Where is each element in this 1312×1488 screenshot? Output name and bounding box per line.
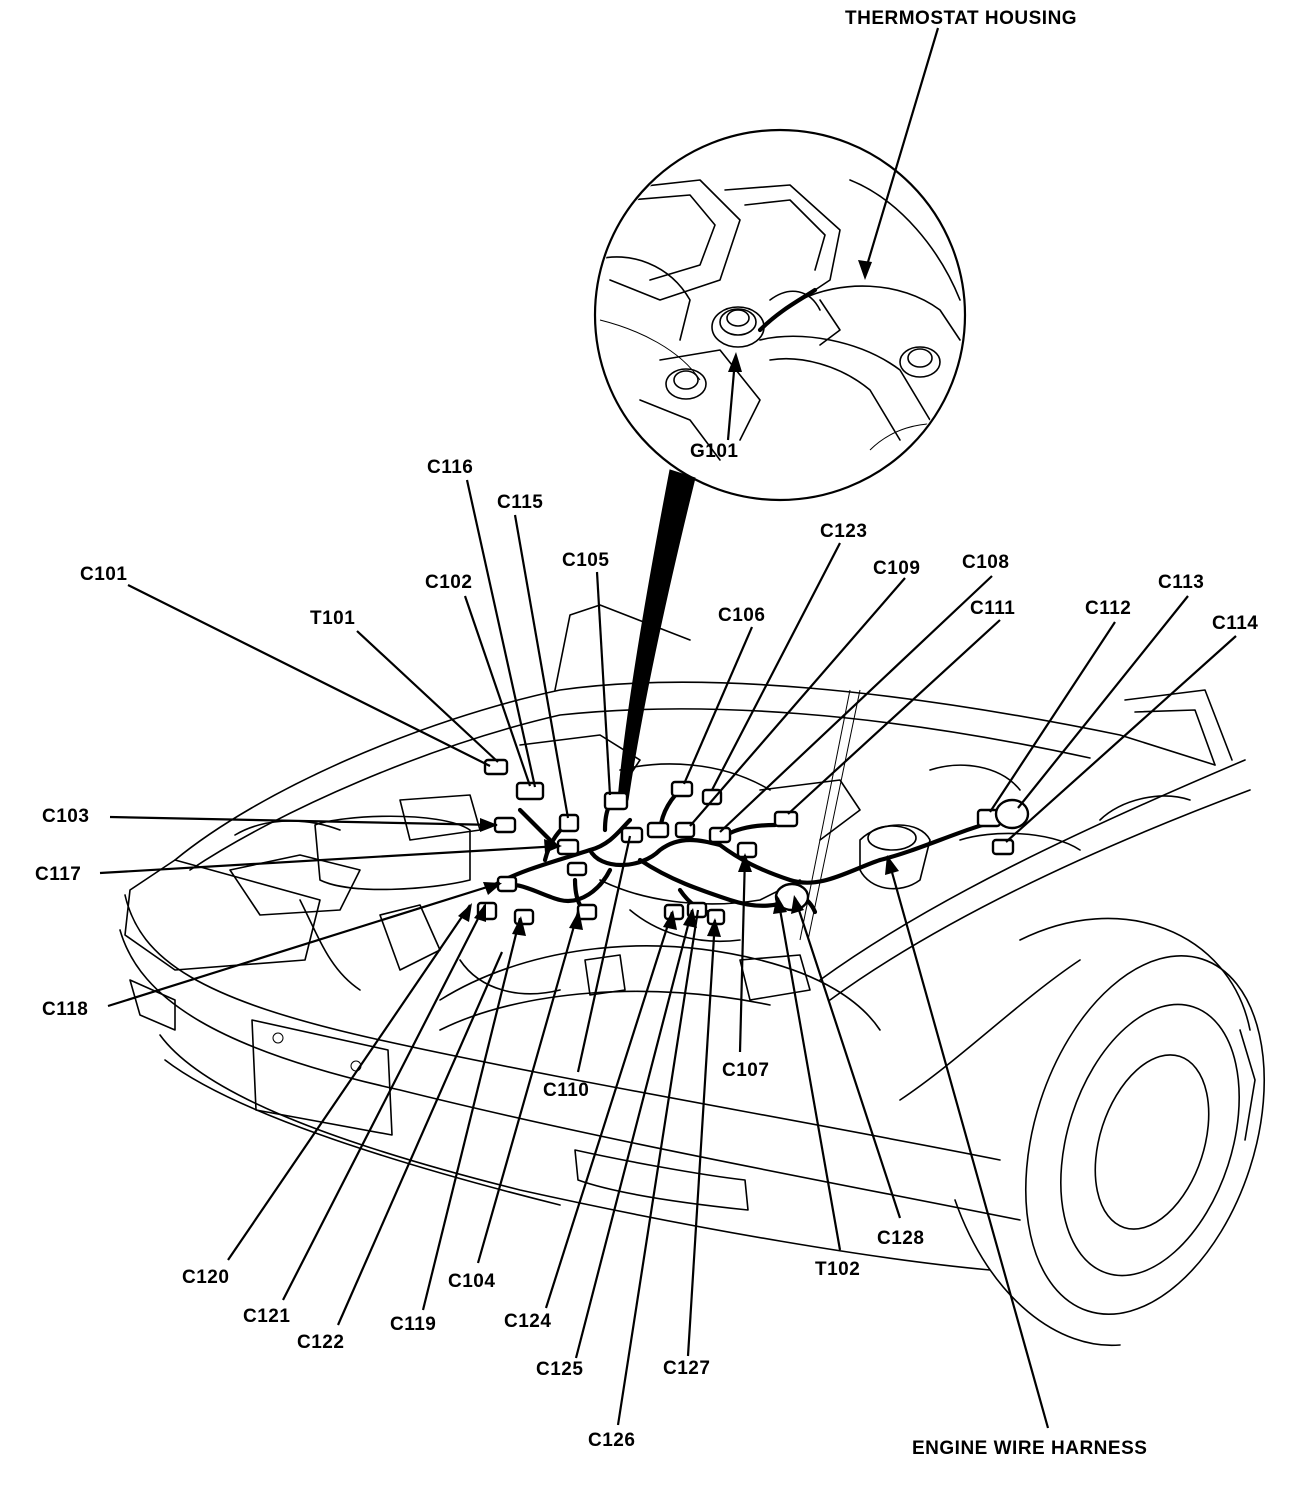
labels: THERMOSTAT HOUSING G101 C116 C115 C105 C…: [35, 8, 1258, 1459]
label-c128: C128: [877, 1228, 924, 1249]
thermostat-inset: [593, 128, 967, 502]
label-c119: C119: [390, 1314, 436, 1335]
label-c105: C105: [562, 550, 609, 571]
label-c104: C104: [448, 1271, 495, 1292]
label-c120: C120: [182, 1267, 229, 1288]
label-c106: C106: [718, 605, 765, 626]
label-c113: C113: [1158, 572, 1204, 593]
label-thermostat-housing: THERMOSTAT HOUSING: [845, 8, 1077, 29]
label-c114: C114: [1212, 613, 1258, 634]
label-c103: C103: [42, 806, 89, 827]
label-c112: C112: [1085, 598, 1131, 619]
label-c102: C102: [425, 572, 472, 593]
label-c108: C108: [962, 552, 1009, 573]
label-c118: C118: [42, 999, 88, 1020]
label-c101: C101: [80, 564, 127, 585]
label-c127: C127: [663, 1358, 710, 1379]
inset-lead-wedge: [617, 469, 696, 801]
label-c115: C115: [497, 492, 543, 513]
label-c122: C122: [297, 1332, 344, 1353]
label-c124: C124: [504, 1311, 551, 1332]
label-t102: T102: [815, 1259, 860, 1280]
label-c125: C125: [536, 1359, 583, 1380]
label-c116: C116: [427, 457, 473, 478]
car-body-illustration: [119, 604, 1266, 1347]
label-c107: C107: [722, 1060, 769, 1081]
label-g101: G101: [690, 441, 738, 462]
label-c111: C111: [970, 598, 1015, 619]
g101-bolt: [711, 306, 765, 348]
connectors: [476, 758, 1030, 926]
label-c126: C126: [588, 1430, 635, 1451]
label-c117: C117: [35, 864, 81, 885]
label-c110: C110: [543, 1080, 589, 1101]
label-engine-wire-harness: ENGINE WIRE HARNESS: [912, 1438, 1147, 1459]
label-c109: C109: [873, 558, 920, 579]
label-t101: T101: [310, 608, 355, 629]
label-c121: C121: [243, 1306, 290, 1327]
label-c123: C123: [820, 521, 867, 542]
leader-lines: [99, 27, 1237, 1429]
